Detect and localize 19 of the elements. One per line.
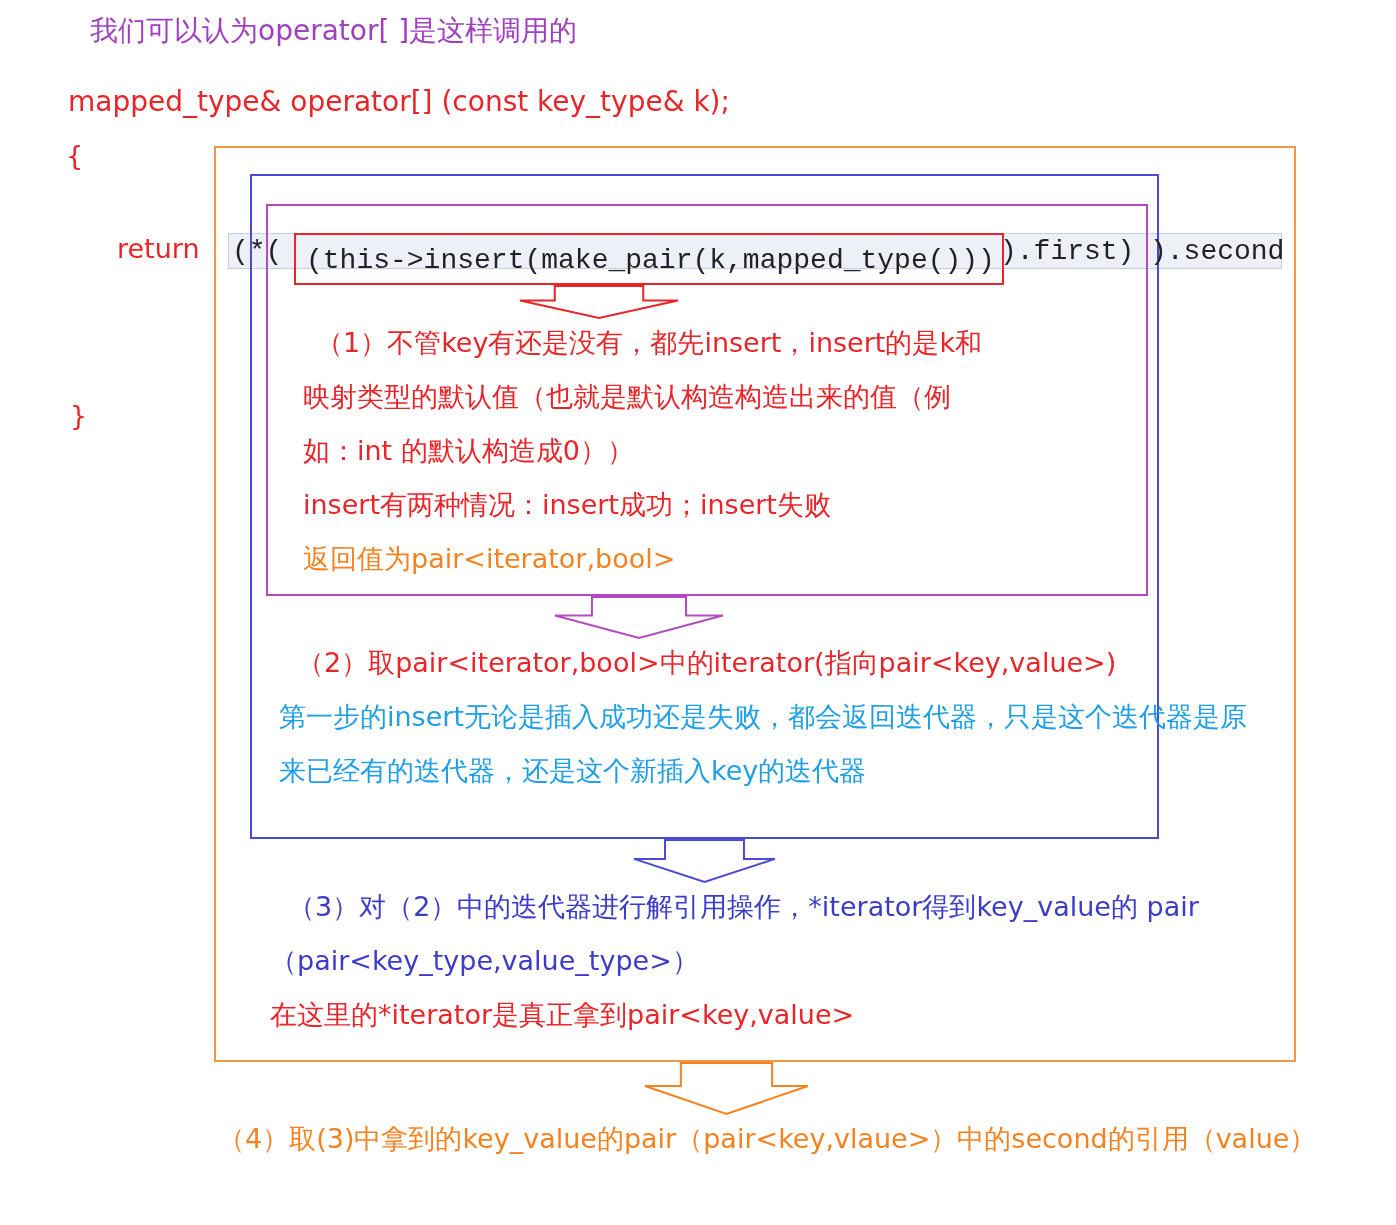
explanation-text: （3）对（2）中的迭代器进行解引用操作，*iterator得到key_value的 pair（pair<key_type,value_type>） — [270, 890, 1200, 978]
code-text: ).first) — [1000, 235, 1135, 269]
brace-text: } — [70, 399, 88, 433]
outline-box — [214, 146, 1296, 1062]
brace-text: { — [66, 139, 84, 173]
code-highlight-box — [294, 233, 1004, 285]
explanation-text: insert有两种情况：insert成功；insert失败 — [303, 488, 832, 522]
block-arrow — [554, 596, 724, 640]
explanation-text: 在这里的*iterator是真正拿到pair<key,value> — [270, 998, 856, 1032]
block-arrow — [644, 1062, 809, 1116]
explanation-text: （4）取(3)中拿到的key_value的pair（pair<key,vlaue>）中的second的引用（value） — [218, 1122, 1318, 1156]
explanation-text: 返回值为pair<iterator,bool> — [303, 542, 677, 576]
block-arrow — [519, 285, 679, 320]
code-keyword: return — [117, 232, 200, 266]
explanation-text: （2）取pair<iterator,bool>中的iterator(指向pair<key,value>) — [296, 646, 1118, 680]
code-text: (this->insert(make_pair(k,mapped_type())) — [306, 244, 995, 278]
block-arrow — [633, 839, 776, 884]
code-signature: mapped_type& operator[] (const key_type& k); — [68, 84, 730, 120]
title-text: 我们可以认为operator[ ]是这样调用的 — [90, 13, 578, 49]
